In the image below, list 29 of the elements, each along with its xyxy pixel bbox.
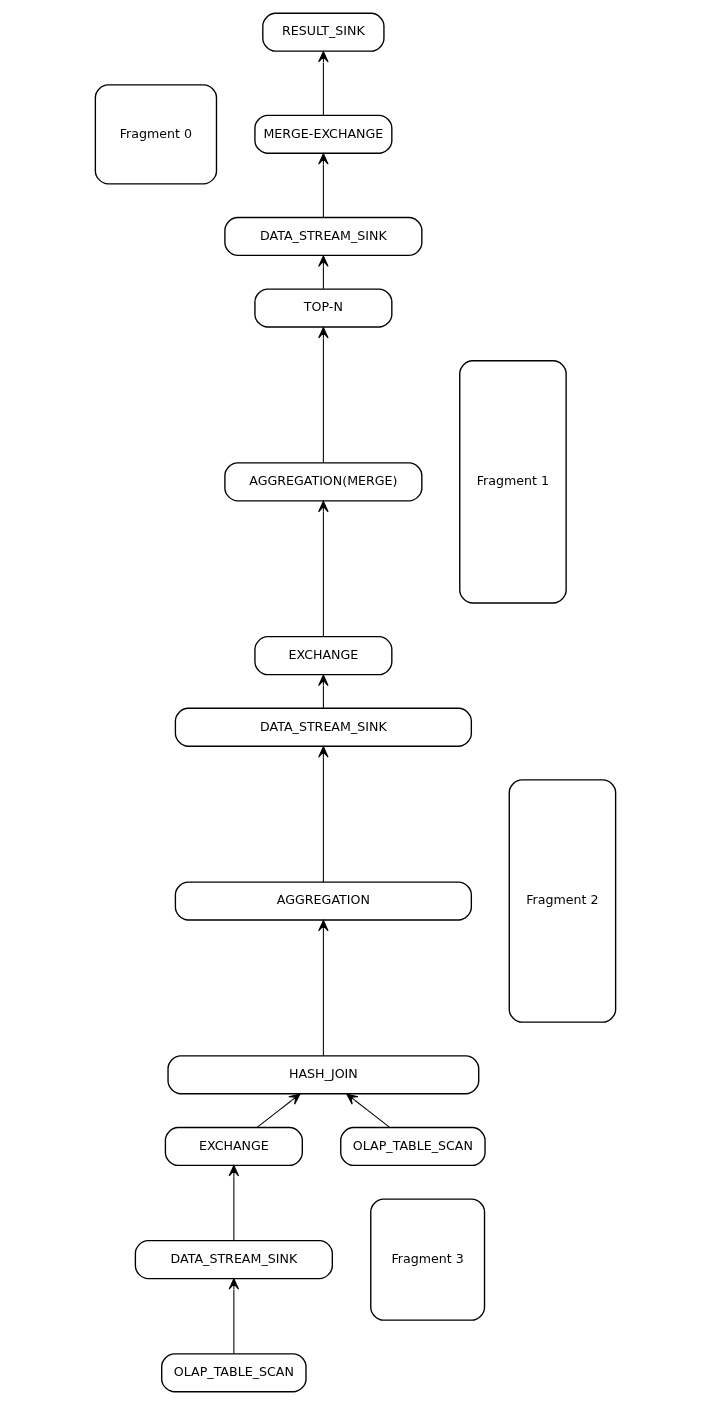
node-box: DATA_STREAM_SINK bbox=[174, 707, 472, 747]
arrow bbox=[228, 1277, 239, 1354]
arrow bbox=[317, 745, 329, 882]
arrow bbox=[317, 50, 329, 115]
node-box: Fragment 3 bbox=[369, 1197, 485, 1321]
node-box: Fragment 2 bbox=[508, 778, 616, 1023]
node-box: OLAP_TABLE_SCAN bbox=[339, 1126, 486, 1166]
node-box: EXCHANGE bbox=[164, 1126, 303, 1166]
arrow bbox=[228, 1164, 239, 1241]
node-box: Fragment 0 bbox=[94, 83, 217, 184]
arrow bbox=[317, 152, 329, 218]
arrow bbox=[256, 1092, 301, 1128]
node-box: DATA_STREAM_SINK bbox=[134, 1239, 333, 1279]
node-box: EXCHANGE bbox=[253, 635, 392, 675]
node-box: AGGREGATION(MERGE) bbox=[223, 461, 423, 501]
arrow bbox=[317, 500, 329, 637]
node-box: TOP-N bbox=[253, 287, 392, 328]
node-box: HASH_JOIN bbox=[166, 1054, 479, 1094]
arrow bbox=[317, 254, 329, 289]
arrow bbox=[317, 674, 329, 708]
node-box: OLAP_TABLE_SCAN bbox=[160, 1352, 307, 1392]
arrow bbox=[317, 919, 329, 1056]
arrow bbox=[317, 326, 329, 463]
node-box: RESULT_SINK bbox=[261, 12, 385, 52]
node-box: Fragment 1 bbox=[458, 359, 567, 604]
node-box: AGGREGATION bbox=[174, 880, 472, 921]
node-box: DATA_STREAM_SINK bbox=[223, 216, 423, 256]
node-box: MERGE-EXCHANGE bbox=[253, 114, 392, 154]
arrow bbox=[345, 1092, 390, 1128]
